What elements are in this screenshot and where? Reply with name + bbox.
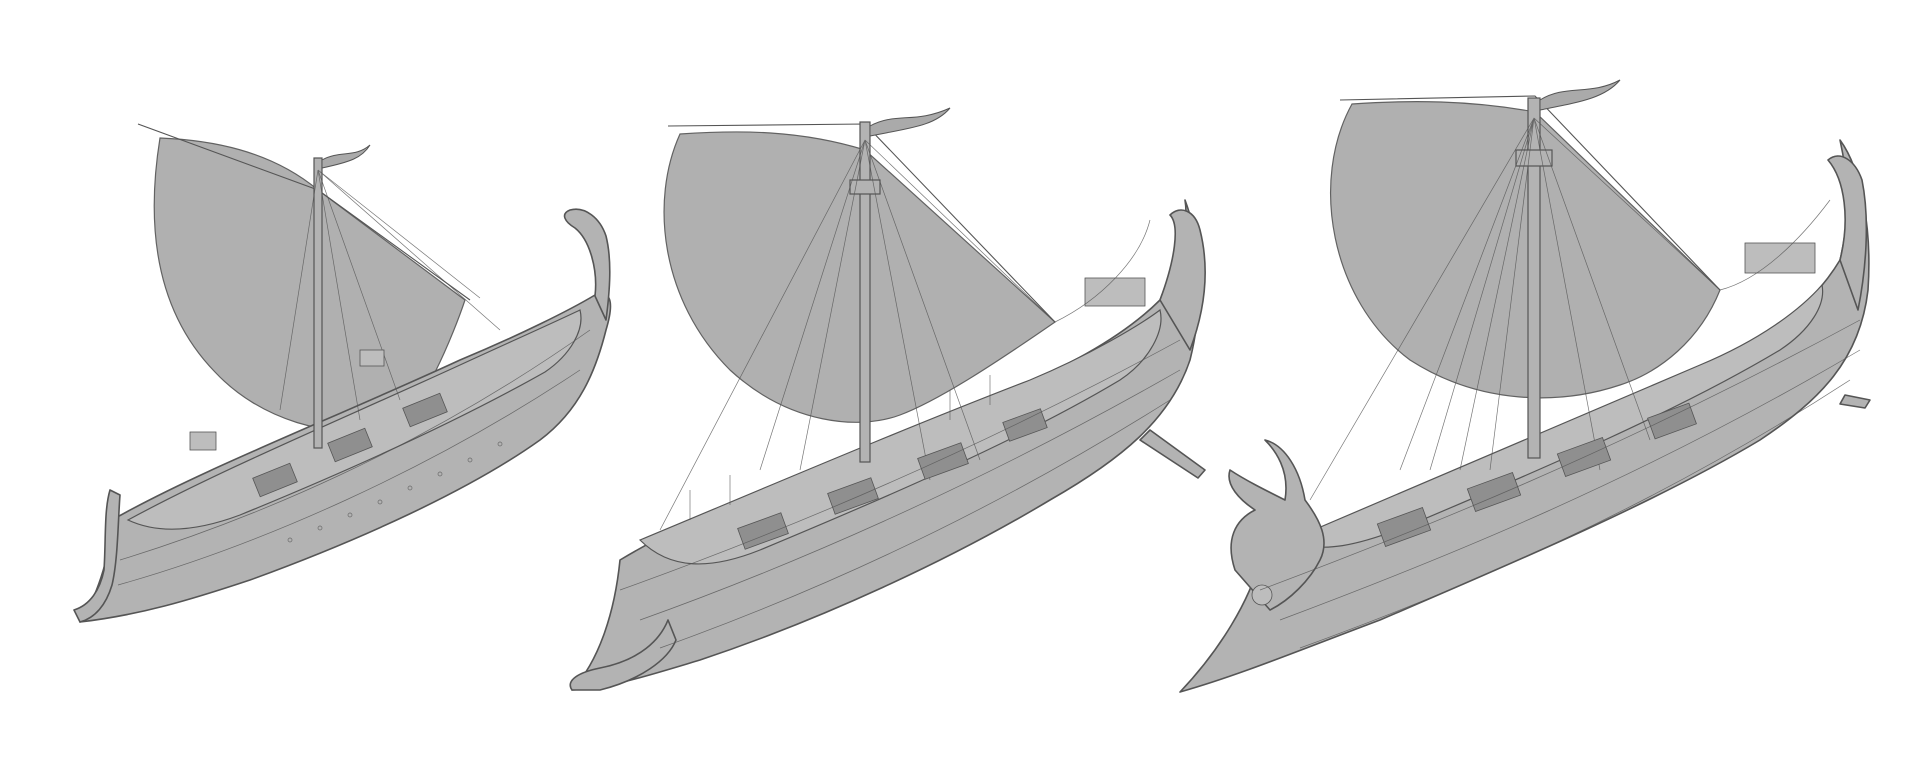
deck — [126, 309, 582, 530]
ship-trireme — [1179, 79, 1871, 693]
mast — [1527, 97, 1541, 459]
pennant — [869, 107, 951, 137]
pennant — [1539, 79, 1621, 111]
ship-small-galley — [73, 123, 612, 623]
pennant — [321, 144, 371, 169]
deck — [638, 308, 1162, 565]
mast — [313, 157, 323, 449]
mast — [859, 121, 871, 463]
eagle-figurehead — [1228, 439, 1325, 611]
ship-bireme — [569, 107, 1206, 691]
sail — [1329, 101, 1721, 399]
